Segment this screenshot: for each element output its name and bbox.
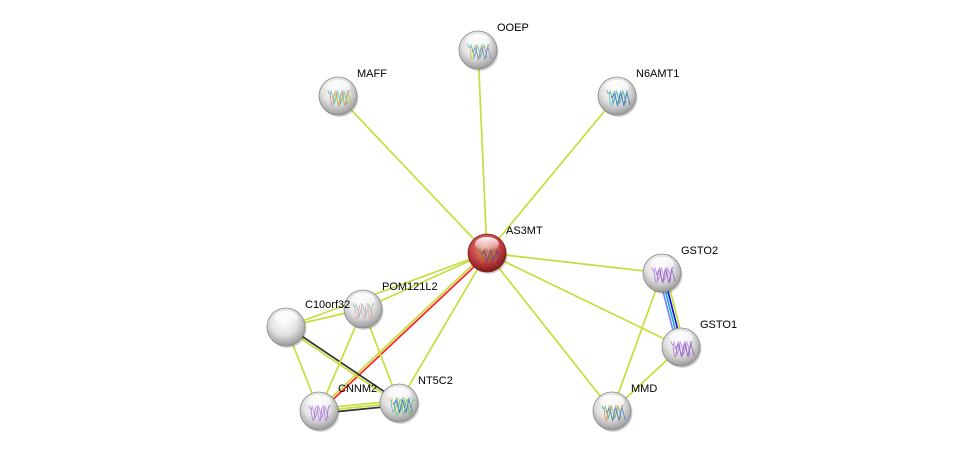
node-label: AS3MT [506,225,543,237]
node-highlight [600,395,624,409]
node-AS3MT[interactable]: AS3MT [467,225,543,274]
node-label: CNNM2 [338,383,377,395]
protein-structure-icon [394,399,415,416]
node-highlight [669,331,693,345]
edge-line [362,252,488,310]
protein-structure-icon [390,397,411,414]
node-OOEP[interactable]: OOEP [458,22,529,71]
edge-AS3MT-POM121L2[interactable] [362,252,488,310]
edge-line [317,251,487,411]
edge-line [284,327,399,405]
node-highlight [274,311,298,325]
edge-line [486,252,682,348]
node-label: MMD [631,383,657,395]
edge-AS3MT-OOEP[interactable] [477,49,488,254]
node-label: OOEP [497,22,529,34]
edge-GSTO2-MMD[interactable] [611,272,663,412]
node-highlight [387,387,411,401]
edge-line [486,252,613,412]
node-label: C10orf32 [305,299,350,311]
node-label: MAFF [357,68,387,80]
node-label: GSTO2 [681,245,718,257]
edge-line [611,272,663,412]
protein-structure-icon [329,90,350,107]
node-MAFF[interactable]: MAFF [318,68,387,117]
node-highlight [326,80,350,94]
node-label: NT5C2 [418,375,453,387]
protein-structure-icon [653,267,674,284]
edge-line [486,95,618,254]
edge-line [337,95,488,254]
node-highlight [650,257,674,271]
node-GSTO2[interactable]: GSTO2 [642,245,718,294]
edge-line [319,253,489,413]
edge-AS3MT-GSTO2[interactable] [486,252,663,274]
edge-line [285,252,488,328]
node-label: N6AMT1 [636,68,679,80]
node-POM121L2[interactable]: POM121L2 [343,281,438,330]
node-NT5C2[interactable]: NT5C2 [379,375,453,424]
node-N6AMT1[interactable]: N6AMT1 [597,68,679,117]
edge-AS3MT-N6AMT1[interactable] [486,95,618,254]
edge-AS3MT-C10orf32[interactable] [285,252,488,328]
edge-AS3MT-GSTO1[interactable] [486,252,682,348]
node-MMD[interactable]: MMD [592,383,657,432]
node-highlight [466,34,490,48]
protein-structure-icon [608,90,629,107]
node-CNNM2[interactable]: CNNM2 [299,383,377,432]
edge-AS3MT-MMD[interactable] [486,252,613,412]
edge-line [486,252,663,274]
node-label: GSTO1 [700,319,737,331]
node-C10orf32[interactable]: C10orf32 [266,299,350,348]
node-label: POM121L2 [382,281,438,293]
protein-structure-icon [603,405,624,422]
protein-structure-icon [354,303,375,320]
protein-structure-icon [478,247,499,264]
edge-line [286,325,401,403]
edge-C10orf32-NT5C2[interactable] [284,325,401,405]
edge-line [398,252,488,404]
edge-AS3MT-CNNM2[interactable] [317,251,489,413]
protein-structure-icon [310,405,331,422]
edge-line [477,49,488,254]
edge-AS3MT-NT5C2[interactable] [398,252,488,404]
node-highlight [605,80,629,94]
node-GSTO1[interactable]: GSTO1 [661,319,737,368]
protein-structure-icon [469,44,490,61]
protein-structure-icon [672,341,693,358]
node-highlight [351,293,375,307]
edge-AS3MT-MAFF[interactable] [337,95,488,254]
node-highlight [307,395,331,409]
node-highlight [475,237,499,251]
